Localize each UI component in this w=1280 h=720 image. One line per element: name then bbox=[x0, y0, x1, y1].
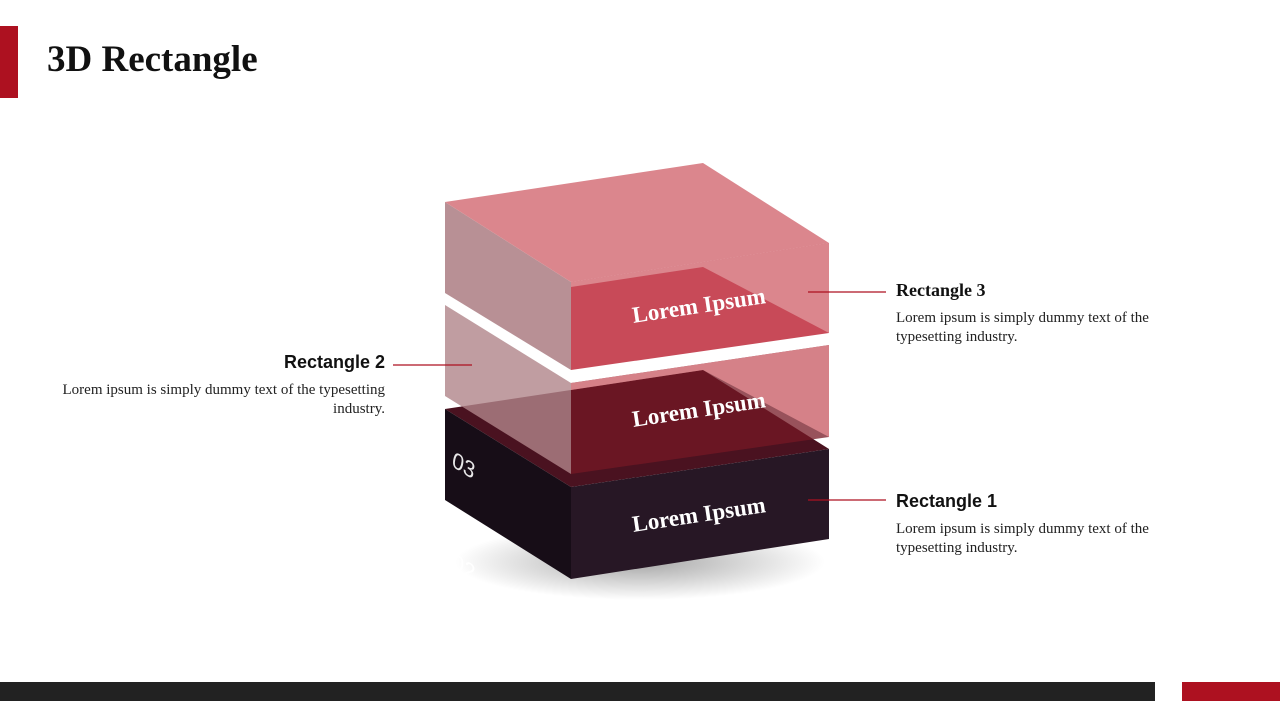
rectangle-3-title: Rectangle 3 bbox=[896, 280, 986, 300]
rectangle-1-label: Rectangle 1 Lorem ipsum is simply dummy … bbox=[896, 491, 1216, 558]
rectangle-3-description: Lorem ipsum is simply dummy text of the … bbox=[896, 310, 1149, 345]
footer-accent bbox=[1182, 682, 1280, 701]
layer-1-front-face bbox=[571, 449, 829, 579]
layer-1-left-face bbox=[445, 409, 571, 579]
layer-2-front-face-highlight bbox=[571, 345, 829, 437]
rectangle-3-label: Rectangle 3 Lorem ipsum is simply dummy … bbox=[896, 280, 1216, 347]
slide-title: 3D Rectangle bbox=[47, 39, 258, 80]
layer-3-front-face-highlight bbox=[571, 243, 829, 333]
layer-3-top-face bbox=[445, 163, 829, 282]
footer-bar bbox=[0, 682, 1155, 701]
rectangle-2-description: Lorem ipsum is simply dummy text of the … bbox=[62, 382, 385, 417]
layer-3-left-face bbox=[445, 202, 571, 370]
rectangle-1-title: Rectangle 1 bbox=[896, 491, 998, 511]
layer-2-left-face bbox=[445, 305, 571, 474]
title-accent-bar bbox=[0, 26, 18, 98]
layer-2 bbox=[445, 305, 829, 474]
rectangle-1-description: Lorem ipsum is simply dummy text of the … bbox=[896, 521, 1149, 556]
rectangle-2-label: Rectangle 2 Lorem ipsum is simply dummy … bbox=[60, 352, 385, 419]
rectangle-2-title: Rectangle 2 bbox=[283, 352, 385, 372]
layer-3 bbox=[445, 163, 829, 370]
